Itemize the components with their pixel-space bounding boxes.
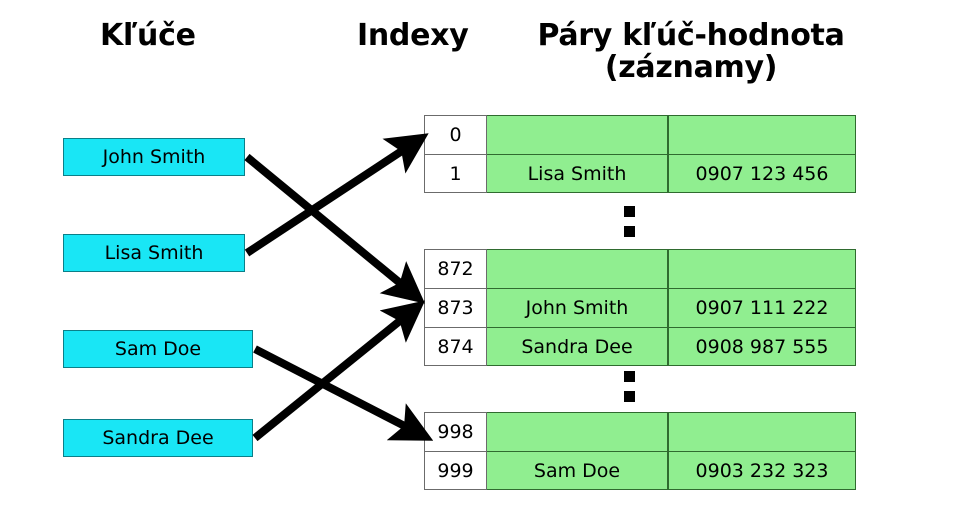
cell-value: 0908 987 555 xyxy=(668,327,856,366)
ellipsis-icon-top xyxy=(623,206,635,237)
cell-value xyxy=(668,412,856,451)
key-box-lisa-smith[interactable]: Lisa Smith xyxy=(63,234,245,272)
key-box-label: Sam Doe xyxy=(114,338,202,360)
cell-index: 872 xyxy=(424,249,487,288)
key-box-label: John Smith xyxy=(102,146,206,168)
table-row[interactable]: 998 xyxy=(424,412,856,451)
cell-value: 0903 232 323 xyxy=(668,451,856,490)
table-row[interactable]: 0 xyxy=(424,115,856,154)
key-box-label: Sandra Dee xyxy=(102,427,214,449)
cell-value: 0907 123 456 xyxy=(668,154,856,193)
cell-value xyxy=(668,115,856,154)
ellipsis-icon-bottom xyxy=(623,371,635,402)
cell-index: 873 xyxy=(424,288,487,327)
heading-keys: Kľúče xyxy=(100,18,196,53)
key-box-sam-doe[interactable]: Sam Doe xyxy=(63,330,253,368)
heading-key-value-pairs: Páry kľúč-hodnota (záznamy) xyxy=(516,18,866,86)
heading-pairs-line1: Páry kľúč-hodnota xyxy=(537,18,845,53)
arrow-sam-doe-to-998 xyxy=(253,345,434,441)
key-box-john-smith[interactable]: John Smith xyxy=(63,138,245,176)
bucket-table-bottom: 998 999 Sam Doe 0903 232 323 xyxy=(424,412,856,490)
table-row[interactable]: 873 John Smith 0907 111 222 xyxy=(424,288,856,327)
table-row[interactable]: 874 Sandra Dee 0908 987 555 xyxy=(424,327,856,366)
cell-key: Sam Doe xyxy=(487,451,668,490)
cell-value xyxy=(668,249,856,288)
cell-index: 874 xyxy=(424,327,487,366)
heading-pairs-line2: (záznamy) xyxy=(604,50,778,86)
bucket-table-middle: 872 873 John Smith 0907 111 222 874 Sand… xyxy=(424,249,856,366)
key-box-label: Lisa Smith xyxy=(104,242,204,264)
cell-index: 999 xyxy=(424,451,487,490)
cell-key xyxy=(487,412,668,451)
cell-key: John Smith xyxy=(487,288,668,327)
cell-value: 0907 111 222 xyxy=(668,288,856,327)
heading-indexes: Indexy xyxy=(357,18,469,53)
key-box-sandra-dee[interactable]: Sandra Dee xyxy=(63,419,253,457)
arrow-lisa-smith-to-0 xyxy=(244,133,429,257)
cell-key: Sandra Dee xyxy=(487,327,668,366)
cell-key: Lisa Smith xyxy=(487,154,668,193)
table-row[interactable]: 999 Sam Doe 0903 232 323 xyxy=(424,451,856,490)
arrow-john-smith-to-873 xyxy=(244,153,426,304)
arrow-sandra-dee-to-873 xyxy=(252,300,426,442)
cell-key xyxy=(487,249,668,288)
table-row[interactable]: 1 Lisa Smith 0907 123 456 xyxy=(424,154,856,193)
cell-index: 998 xyxy=(424,412,487,451)
cell-index: 0 xyxy=(424,115,487,154)
bucket-table-top: 0 1 Lisa Smith 0907 123 456 xyxy=(424,115,856,193)
cell-index: 1 xyxy=(424,154,487,193)
cell-key xyxy=(487,115,668,154)
table-row[interactable]: 872 xyxy=(424,249,856,288)
